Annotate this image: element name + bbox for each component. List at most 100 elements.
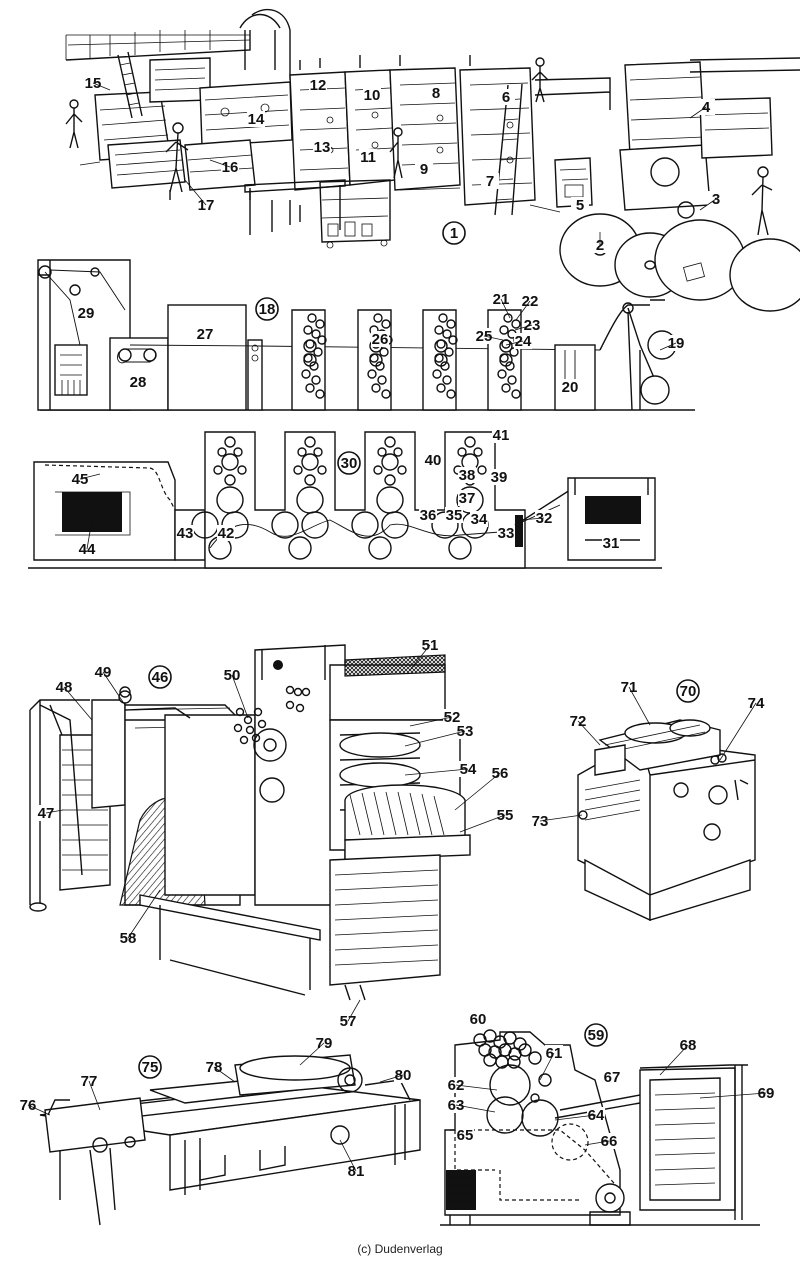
- figure-30-offset-schematic: [28, 431, 662, 569]
- callout-number: 25: [476, 328, 493, 345]
- callout-number: 35: [446, 507, 463, 524]
- leader-line-61: [539, 1052, 555, 1081]
- callout-number: 23: [524, 317, 541, 334]
- callout-number: 65: [457, 1127, 474, 1144]
- label-bg: [458, 490, 476, 506]
- figure-number: 18: [259, 301, 276, 318]
- figure-59-offset-press: [440, 1029, 760, 1226]
- figure-75-proof-press: [39, 1054, 421, 1226]
- figure-number: 30: [341, 455, 358, 472]
- figure-number-circle: [584, 1023, 608, 1047]
- callout-number: 14: [248, 111, 265, 128]
- leader-line-58: [127, 889, 161, 939]
- leader-line-80: [379, 1074, 404, 1083]
- label-bg: [492, 427, 510, 443]
- callout-number: 16: [222, 159, 239, 176]
- leader-line-74: [719, 702, 757, 761]
- label-bg: [469, 1011, 487, 1027]
- leader-line-81: [339, 1139, 357, 1172]
- leader-line-57: [347, 999, 361, 1022]
- figure-number-circle: [442, 221, 466, 245]
- callout-number: 62: [448, 1077, 465, 1094]
- label-bg: [424, 452, 442, 468]
- callout-number: 54: [460, 761, 477, 778]
- label-bg: [415, 161, 433, 177]
- callout-number: 12: [310, 77, 327, 94]
- leader-line-55: [459, 814, 506, 833]
- callout-number: 66: [601, 1133, 618, 1150]
- leader-line-48: [63, 686, 93, 721]
- callout-number: 74: [748, 695, 765, 712]
- callout-number: 4: [702, 99, 711, 116]
- label-bg: [427, 85, 445, 101]
- callout-number: 36: [420, 507, 437, 524]
- callout-number: 34: [471, 511, 488, 528]
- leader-line-4: [689, 106, 707, 119]
- callout-number: 39: [491, 469, 508, 486]
- callout-number: 81: [348, 1163, 365, 1180]
- leader-line-56: [454, 772, 501, 811]
- callout-number: 63: [448, 1097, 465, 1114]
- callout-number: 73: [532, 813, 549, 830]
- callout-number: 20: [562, 379, 579, 396]
- leader-line-68: [659, 1044, 689, 1076]
- leader-line-78: [213, 1066, 236, 1083]
- leader-line-51: [409, 644, 431, 671]
- label-bg: [603, 1069, 621, 1085]
- leader-line-66: [584, 1140, 610, 1146]
- callout-number: 69: [758, 1085, 775, 1102]
- callout-number: 33: [498, 525, 515, 542]
- callout-number: 47: [38, 805, 55, 822]
- callout-number: 27: [197, 326, 214, 343]
- callout-number: 37: [459, 490, 476, 507]
- leader-line-32: [519, 517, 545, 521]
- callout-number: 53: [457, 723, 474, 740]
- label-bg: [445, 507, 463, 523]
- leader-line-3: [699, 198, 717, 211]
- leader-line-69: [699, 1092, 767, 1099]
- leader-line-17: [184, 179, 207, 206]
- label-bg: [470, 511, 488, 527]
- leader-line-79: [299, 1042, 325, 1066]
- leader-line-64: [554, 1114, 597, 1121]
- leader-line-47: [45, 809, 64, 814]
- gear-cluster: [233, 685, 311, 745]
- figure-number: 70: [680, 683, 697, 700]
- leader-line-23: [514, 324, 533, 331]
- copyright-notice: (c) Dudenverlag: [357, 1242, 443, 1256]
- leader-line-77: [88, 1080, 101, 1111]
- callout-number: 80: [395, 1067, 412, 1084]
- leader-line-73: [539, 814, 583, 822]
- figure-number: 46: [152, 669, 169, 686]
- callout-number: 67: [604, 1069, 621, 1086]
- label-bg: [497, 89, 515, 105]
- callout-number: 3: [712, 191, 720, 208]
- label-bg: [129, 374, 147, 390]
- label-bg: [456, 1127, 474, 1143]
- leader-line-76: [27, 1104, 51, 1116]
- callout-number: 9: [420, 161, 428, 178]
- leader-line-24: [505, 340, 524, 346]
- leader-line-22: [515, 300, 531, 321]
- leader-line-45: [79, 473, 101, 480]
- callout-number: 76: [20, 1097, 37, 1114]
- callout-number: 64: [588, 1107, 605, 1124]
- leader-line-72: [577, 720, 601, 746]
- leader-line-15: [92, 82, 111, 91]
- callout-number: 41: [493, 427, 510, 444]
- callout-number: 28: [130, 374, 147, 391]
- label-bg: [497, 525, 515, 541]
- label-bg: [313, 139, 331, 155]
- leader-line-54: [404, 768, 469, 776]
- figure-46-sheet-offset: [29, 644, 471, 1001]
- callout-number: 7: [486, 173, 494, 190]
- callout-number: 42: [218, 525, 235, 542]
- figure-number-circle: [337, 451, 361, 475]
- leader-line-19: [659, 342, 677, 351]
- callout-number: 58: [120, 930, 137, 947]
- callout-number: 2: [596, 237, 604, 254]
- figure-number: 75: [142, 1059, 159, 1076]
- figure-number-circle: [676, 679, 700, 703]
- leader-line-52: [409, 716, 453, 727]
- figure-number: 1: [450, 225, 458, 242]
